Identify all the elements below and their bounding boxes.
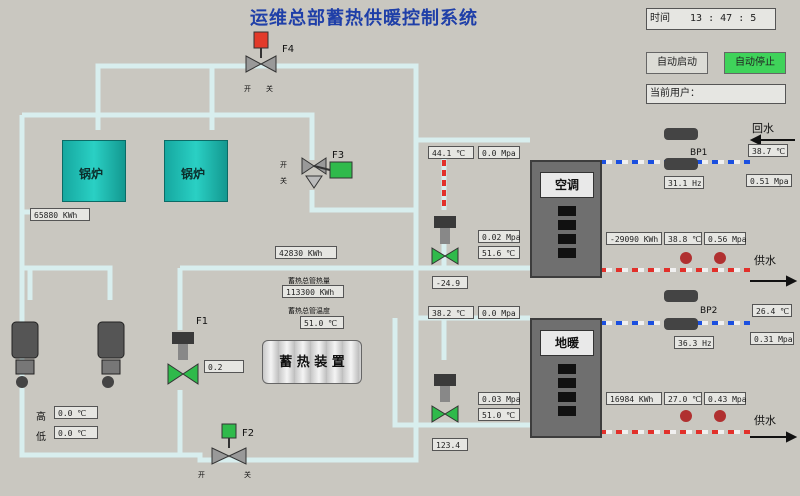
valve-f2-icon[interactable] bbox=[204, 422, 250, 470]
page-title: 运维总部蓄热供暖控制系统 bbox=[250, 8, 478, 29]
ac-valve-temp: 51.6 ℃ bbox=[478, 246, 520, 259]
valve-f4-label: F4 bbox=[282, 44, 295, 55]
storage-device[interactable]: 蓄 热 装 置 bbox=[262, 340, 362, 384]
floor-temp-top: 38.2 ℃ bbox=[428, 306, 474, 319]
valve-f2-open-label: 开 bbox=[198, 471, 205, 479]
floor-slot-1 bbox=[558, 364, 576, 374]
time-display: 时间 13 : 47 : 5 bbox=[646, 8, 776, 30]
boiler-1[interactable]: 锅炉 bbox=[62, 140, 126, 202]
auto-start-button[interactable]: 自动启动 bbox=[646, 52, 708, 74]
ac-pressure-top: 0.0 Mpa bbox=[478, 146, 520, 159]
valve-f2-label: F2 bbox=[242, 428, 255, 439]
boiler-2[interactable]: 锅炉 bbox=[164, 140, 228, 202]
storage-total-meter: 113300 KWh bbox=[282, 285, 344, 298]
time-value: 13 : 47 : 5 bbox=[690, 13, 757, 24]
ac-slot-2 bbox=[558, 220, 576, 230]
ac-supply-temp: 38.8 ℃ bbox=[664, 232, 702, 245]
ac-slot-4 bbox=[558, 248, 576, 258]
boiler-energy-meter: 65880 KWh bbox=[30, 208, 90, 221]
floor-supply-label: 供水 bbox=[754, 414, 776, 427]
ac-valve-pressure: 0.02 Mpa bbox=[478, 230, 521, 243]
ac-control-valve-icon[interactable] bbox=[430, 214, 460, 274]
valve-f4-open-label: 开 bbox=[244, 85, 251, 93]
low-label: 低 bbox=[36, 432, 46, 443]
valve-f3-close-label: 关 bbox=[280, 177, 287, 185]
bp2-frequency: 36.3 Hz bbox=[674, 336, 714, 349]
bp2-pumps-icon[interactable] bbox=[660, 288, 710, 336]
ac-cabinet-label: 空调 bbox=[540, 172, 594, 198]
floor-valve-pressure: 0.03 Mpa bbox=[478, 392, 521, 405]
storage-temp-meter: 51.0 ℃ bbox=[300, 316, 344, 329]
pump-2-icon[interactable] bbox=[92, 320, 132, 390]
bp2-label: BP2 bbox=[700, 306, 718, 316]
bp1-label: BP1 bbox=[690, 148, 708, 158]
storage-energy-meter: 42830 KWh bbox=[275, 246, 337, 259]
ac-energy: -29090 KWh bbox=[606, 232, 662, 245]
ac-supply-label: 供水 bbox=[754, 254, 776, 267]
low-temp-value: 0.0 ℃ bbox=[54, 426, 98, 439]
ac-slot-3 bbox=[558, 234, 576, 244]
ac-temp-top: 44.1 ℃ bbox=[428, 146, 474, 159]
floor-slot-2 bbox=[558, 378, 576, 388]
floor-supply-pressure: 0.43 Mpa bbox=[704, 392, 747, 405]
floor-cabinet[interactable]: 地暖 bbox=[530, 318, 602, 438]
floor-pressure-top: 0.0 Mpa bbox=[478, 306, 520, 319]
ac-return-pressure: 0.51 Mpa bbox=[746, 174, 792, 187]
ac-return-label: 回水 bbox=[752, 122, 774, 135]
valve-f2-close-label: 关 bbox=[244, 471, 251, 479]
valve-f1-value: 0.2 bbox=[204, 360, 244, 373]
valve-f4-close-label: 关 bbox=[266, 85, 273, 93]
valve-f3-label: F3 bbox=[332, 150, 345, 161]
floor-supply-meters-icon bbox=[680, 410, 726, 422]
floor-return-temp: 26.4 ℃ bbox=[752, 304, 792, 317]
floor-cabinet-label: 地暖 bbox=[540, 330, 594, 356]
storage-device-label: 蓄 热 装 置 bbox=[279, 355, 345, 370]
storage-temp-label: 蓄热总管温度 bbox=[288, 307, 330, 315]
floor-valve-value: 123.4 bbox=[432, 438, 468, 451]
high-label: 高 bbox=[36, 412, 46, 423]
floor-energy: 16984 KWh bbox=[606, 392, 662, 405]
boiler-2-label: 锅炉 bbox=[181, 167, 206, 181]
floor-return-pressure: 0.31 Mpa bbox=[750, 332, 794, 345]
time-label: 时间 bbox=[650, 13, 670, 24]
floor-supply-temp: 27.0 ℃ bbox=[664, 392, 702, 405]
high-temp-value: 0.0 ℃ bbox=[54, 406, 98, 419]
auto-stop-button[interactable]: 自动停止 bbox=[724, 52, 786, 74]
storage-total-label: 蓄热总管热量 bbox=[288, 277, 330, 285]
ac-supply-meters-icon bbox=[680, 252, 726, 264]
valve-f3-icon[interactable] bbox=[300, 150, 360, 192]
ac-return-temp: 38.7 ℃ bbox=[748, 144, 788, 157]
ac-supply-pressure: 0.56 Mpa bbox=[704, 232, 747, 245]
valve-f3-open-label: 开 bbox=[280, 161, 287, 169]
boiler-1-label: 锅炉 bbox=[79, 167, 104, 181]
current-user-label: 当前用户： bbox=[650, 88, 700, 99]
pump-1-icon[interactable] bbox=[6, 320, 46, 390]
floor-valve-temp: 51.0 ℃ bbox=[478, 408, 520, 421]
floor-slot-3 bbox=[558, 392, 576, 402]
valve-f1-icon[interactable] bbox=[166, 330, 200, 392]
valve-f4-icon[interactable] bbox=[244, 30, 284, 80]
floor-control-valve-icon[interactable] bbox=[430, 372, 460, 432]
bp1-frequency: 31.1 Hz bbox=[664, 176, 704, 189]
ac-slot-1 bbox=[558, 206, 576, 216]
current-user-field: 当前用户： bbox=[646, 84, 786, 104]
ac-cabinet[interactable]: 空调 bbox=[530, 160, 602, 278]
bp1-pumps-icon[interactable] bbox=[660, 126, 710, 174]
valve-f1-label: F1 bbox=[196, 316, 209, 327]
floor-slot-4 bbox=[558, 406, 576, 416]
ac-valve-value: -24.9 bbox=[432, 276, 468, 289]
